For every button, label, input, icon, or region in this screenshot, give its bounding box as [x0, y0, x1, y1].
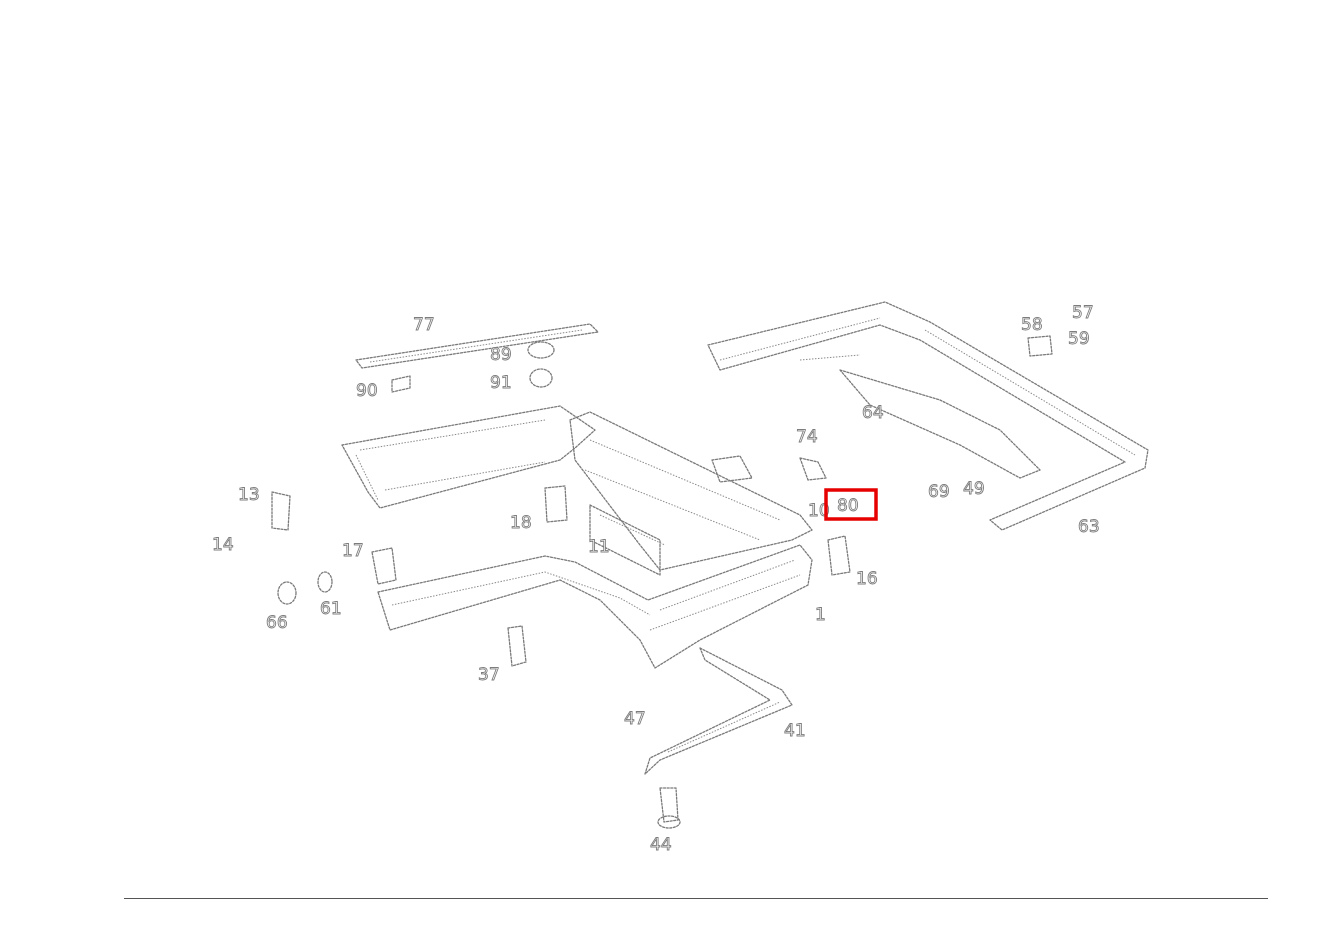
callout-37: 37 [478, 665, 500, 685]
callout-61: 61 [320, 599, 342, 619]
callout-59: 59 [1068, 329, 1090, 349]
clamp-part [711, 455, 827, 483]
rear-bumper-part [707, 301, 1149, 531]
callout-77: 77 [413, 315, 435, 335]
callout-64: 64 [862, 403, 884, 423]
callout-11: 11 [588, 537, 610, 557]
callout-74: 74 [796, 427, 818, 447]
callout-80: 80 [837, 496, 859, 516]
callout-41: 41 [784, 721, 806, 741]
callout-47: 47 [624, 709, 646, 729]
callout-13: 13 [238, 485, 260, 505]
spoiler-part [644, 647, 793, 775]
callout-57: 57 [1072, 303, 1094, 323]
callout-1: 1 [815, 605, 826, 625]
callout-90: 90 [356, 381, 378, 401]
callout-66: 66 [266, 613, 288, 633]
highlighted-callout[interactable]: 80 [824, 488, 878, 521]
bracket-37-part [507, 625, 527, 667]
callout-44: 44 [650, 835, 672, 855]
center-grille-part [569, 411, 813, 576]
front-bumper-part [377, 544, 813, 669]
side-cap-part [827, 535, 851, 576]
bracket-part [1027, 335, 1053, 357]
highlight-box [824, 488, 878, 521]
hardware-parts [544, 485, 568, 523]
bolt-part [657, 787, 681, 829]
callout-16: 16 [856, 569, 878, 589]
callout-17: 17 [342, 541, 364, 561]
trim-strip-part [355, 323, 599, 369]
callout-58: 58 [1021, 315, 1043, 335]
left-hardware-parts [271, 491, 397, 605]
callout-89: 89 [490, 345, 512, 365]
callout-14: 14 [212, 535, 234, 555]
callout-49: 49 [963, 479, 985, 499]
left-rail-part [341, 405, 596, 509]
callout-91: 91 [490, 373, 512, 393]
callout-18: 18 [510, 513, 532, 533]
callout-69: 69 [928, 482, 950, 502]
clip-parts [391, 341, 555, 393]
footer-rule [124, 898, 1268, 899]
callout-63: 63 [1078, 517, 1100, 537]
